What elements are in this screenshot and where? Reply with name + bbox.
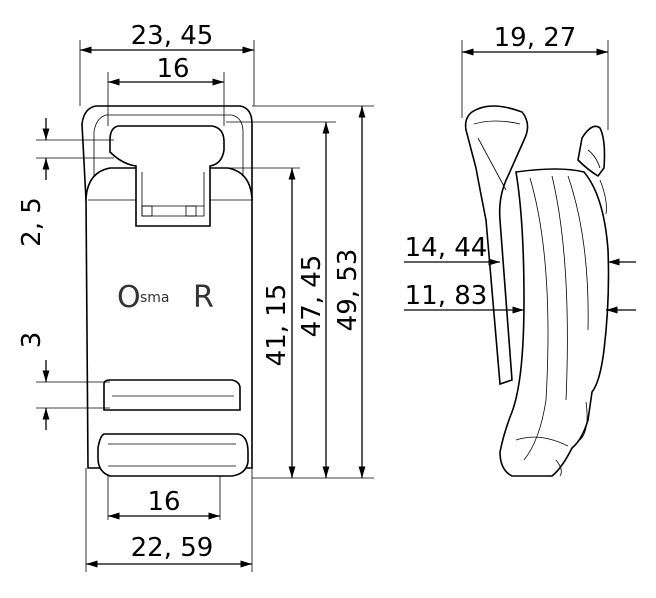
dim-top-width: 23, 45 (131, 21, 214, 51)
dim-side-thickness-2: 11, 83 (405, 281, 488, 311)
upper-strap-slot (103, 379, 241, 411)
release-button (109, 125, 225, 227)
dim-height-mid: 47, 45 (297, 255, 327, 338)
dim-height-inner: 41, 15 (262, 284, 292, 367)
front-dimensions: 23, 45 16 16 22, 59 2, 5 3 41 (17, 21, 374, 572)
dim-bottom-width: 22, 59 (131, 533, 214, 563)
side-body (499, 168, 610, 477)
front-view: O sma R (81, 105, 253, 477)
dim-bottom-slot: 16 (147, 487, 180, 517)
side-clip-arm (464, 105, 529, 386)
svg-text:sma: sma (140, 290, 170, 306)
lower-strap-slot (97, 433, 249, 477)
brand-logo: O sma R (117, 280, 214, 315)
svg-text:O: O (117, 280, 141, 315)
svg-text:R: R (193, 280, 214, 315)
dim-left-upper: 2, 5 (17, 197, 47, 247)
side-view (464, 105, 610, 477)
dim-top-slot: 16 (156, 54, 189, 84)
side-dimensions: 19, 27 14, 44 11, 83 (404, 23, 636, 314)
side-hook (577, 125, 606, 178)
dim-left-lower: 3 (17, 332, 47, 349)
dim-side-width: 19, 27 (494, 23, 577, 53)
dim-side-thickness-1: 14, 44 (405, 233, 488, 263)
dim-height-total: 49, 53 (333, 249, 363, 332)
